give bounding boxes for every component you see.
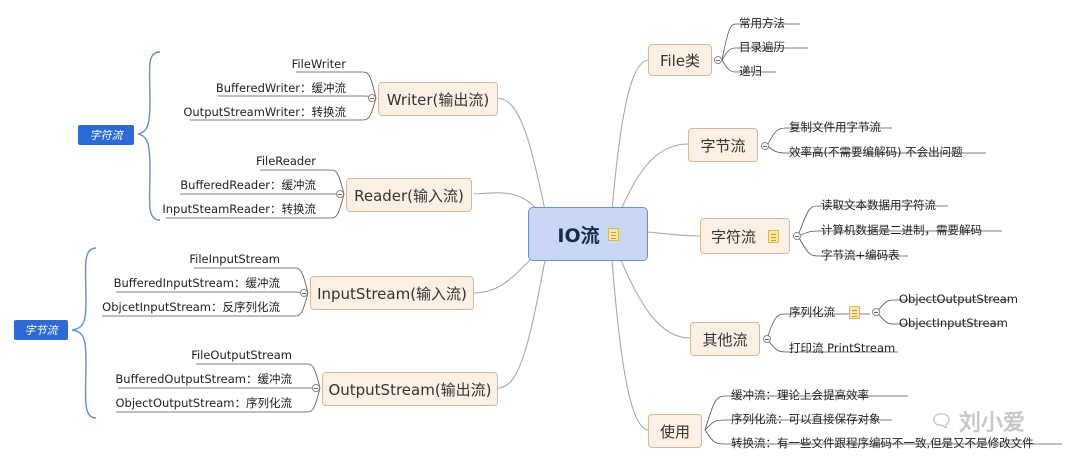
serial-stream-label: 序列化流 [789, 305, 835, 319]
file-item-1: 常用方法 [739, 16, 785, 30]
usage-item-1: 缓冲流：理论上会提高效率 [731, 388, 869, 402]
serial-item-2: ObjectInputStream [899, 316, 1008, 330]
collapse-serial-stream-icon[interactable] [872, 308, 880, 316]
topic-usage[interactable]: 使用 [648, 414, 702, 448]
char-item-3: 字节流+编码表 [821, 248, 900, 262]
group-char-stream-label[interactable]: 字符流 [78, 125, 134, 145]
root-node[interactable]: IO流 [528, 207, 648, 261]
topic-char-stream-label: 字符流 [710, 227, 756, 246]
collapse-inputstream-icon[interactable] [300, 289, 308, 297]
topic-file-class[interactable]: File类 [648, 44, 712, 76]
writer-item-3: OutputStreamWriter：转换流 [183, 105, 346, 119]
reader-item-1: FileReader [256, 154, 316, 168]
collapse-outputstream-icon[interactable] [312, 384, 320, 392]
collapse-file-class-icon[interactable] [714, 56, 722, 64]
reader-item-3: InputSteamReader：转换流 [162, 202, 316, 216]
topic-writer-label: Writer(输出流) [386, 90, 490, 109]
topic-byte-stream-label: 字节流 [700, 136, 746, 155]
usage-item-2: 序列化流：可以直接保存对象 [731, 412, 881, 426]
inputstream-item-2: BufferedInputStream：缓冲流 [113, 276, 280, 290]
serial-item-1: ObjectOutputStream [899, 292, 1019, 306]
collapse-reader-icon[interactable] [336, 190, 344, 198]
collapse-writer-icon[interactable] [368, 94, 376, 102]
topic-outputstream-label: OutputStream(输出流) [328, 380, 492, 399]
note-icon[interactable] [848, 306, 860, 319]
file-item-3: 递归 [739, 64, 762, 78]
outputstream-item-1: FileOutputStream [191, 348, 292, 362]
topic-byte-stream[interactable]: 字节流 [688, 128, 758, 162]
topic-reader[interactable]: Reader(输入流) [346, 178, 472, 212]
topic-file-class-label: File类 [659, 51, 701, 70]
outputstream-item-3: ObjectOutputStream：序列化流 [115, 396, 292, 410]
group-byte-stream-label[interactable]: 字节流 [14, 320, 68, 340]
topic-outputstream[interactable]: OutputStream(输出流) [322, 372, 498, 406]
writer-item-1: FileWriter [291, 57, 346, 71]
usage-item-3: 转换流：有一些文件跟程序编码不一致,但是又不是修改文件 [731, 436, 1034, 450]
topic-reader-label: Reader(输入流) [354, 186, 464, 205]
outputstream-item-2: BufferedOutputStream：缓冲流 [115, 372, 292, 386]
inputstream-item-1: FileInputStream [189, 252, 280, 266]
file-item-2: 目录遍历 [739, 40, 785, 54]
wechat-icon: 🗨 [930, 410, 953, 432]
char-item-1: 读取文本数据用字符流 [821, 198, 936, 212]
topic-usage-label: 使用 [659, 422, 690, 441]
byte-item-1: 复制文件用字节流 [789, 120, 881, 134]
collapse-byte-stream-icon[interactable] [761, 142, 769, 150]
serial-stream-node[interactable]: 序列化流 [789, 305, 860, 319]
reader-item-2: BufferedReader：缓冲流 [180, 178, 316, 192]
collapse-other-stream-icon[interactable] [763, 335, 771, 343]
byte-item-2: 效率高(不需要编解码) 不会出问题 [789, 145, 963, 159]
char-item-2: 计算机数据是二进制，需要解码 [821, 223, 982, 237]
watermark-label: 刘小爱 [958, 411, 1025, 436]
note-icon[interactable] [768, 229, 779, 243]
watermark: 🗨 刘小爱 [930, 405, 1025, 437]
inputstream-item-3: ObjcetInputStream：反序列化流 [102, 300, 280, 314]
print-stream-node: 打印流 PrintStream [789, 341, 896, 355]
topic-other-stream[interactable]: 其他流 [690, 322, 760, 356]
topic-char-stream[interactable]: 字符流 [700, 218, 790, 254]
topic-inputstream-label: InputStream(输入流) [317, 284, 467, 303]
topic-inputstream[interactable]: InputStream(输入流) [310, 276, 474, 310]
writer-item-2: BufferedWriter：缓冲流 [215, 81, 346, 95]
root-label: IO流 [557, 224, 600, 247]
topic-other-stream-label: 其他流 [702, 330, 748, 349]
note-icon[interactable] [607, 227, 619, 241]
collapse-char-stream-icon[interactable] [793, 232, 801, 240]
topic-writer[interactable]: Writer(输出流) [378, 82, 498, 116]
